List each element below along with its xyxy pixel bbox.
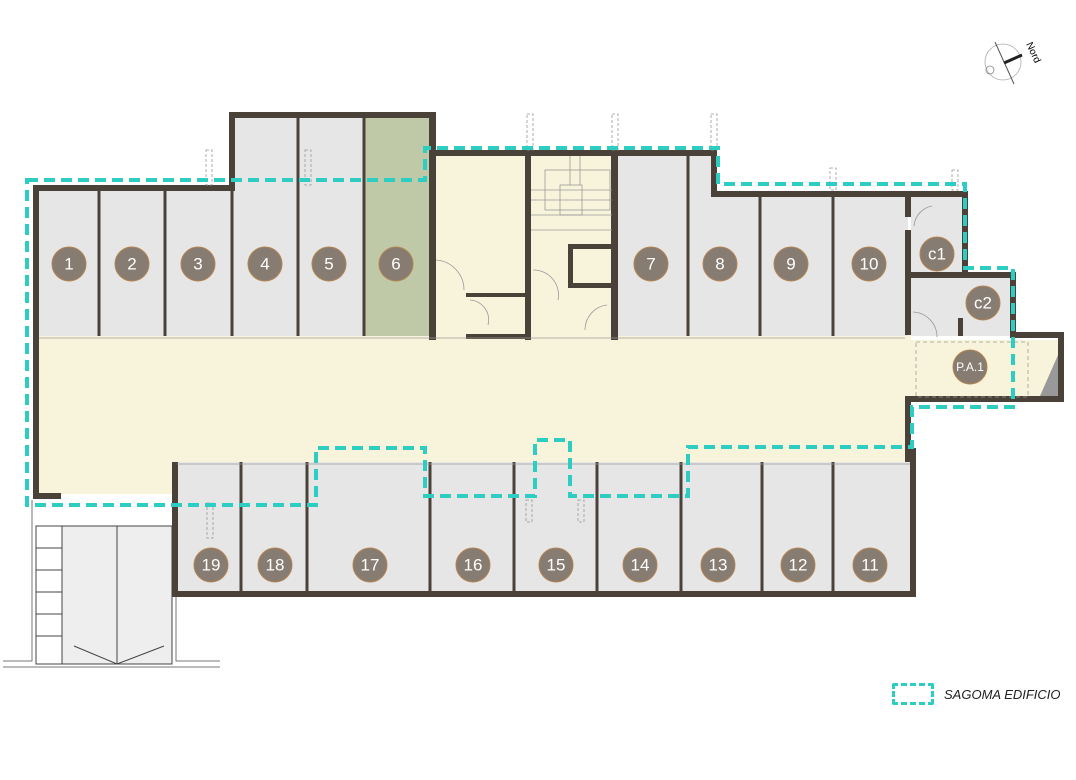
unit-marker-1[interactable]: 1 xyxy=(51,246,87,282)
unit-marker-19[interactable]: 19 xyxy=(193,547,229,583)
svg-text:1: 1 xyxy=(64,255,73,274)
unit-marker-13[interactable]: 13 xyxy=(700,547,736,583)
svg-text:6: 6 xyxy=(391,255,400,274)
legend: SAGOMA EDIFICIO xyxy=(892,683,1061,705)
corridor-extension xyxy=(39,460,177,494)
building-outline xyxy=(25,146,1015,507)
svg-text:2: 2 xyxy=(127,255,136,274)
svg-text:14: 14 xyxy=(631,556,650,575)
unit-marker-12[interactable]: 12 xyxy=(780,547,816,583)
building-outline-swatch xyxy=(892,683,934,705)
walls xyxy=(33,112,1064,597)
unit-marker-2[interactable]: 2 xyxy=(114,246,150,282)
svg-text:13: 13 xyxy=(709,556,728,575)
svg-text:10: 10 xyxy=(860,255,879,274)
svg-text:7: 7 xyxy=(646,255,655,274)
svg-text:19: 19 xyxy=(202,556,221,575)
svg-text:18: 18 xyxy=(266,556,285,575)
staircase-lines xyxy=(39,156,1029,465)
unit-marker-c1[interactable]: c1 xyxy=(919,236,955,272)
unit-marker-18[interactable]: 18 xyxy=(257,547,293,583)
unit-marker-c2[interactable]: c2 xyxy=(965,285,1001,321)
svg-text:c2: c2 xyxy=(974,294,992,313)
unit-markers: 1 2 3 4 5 6 7 8 9 10 c1 c2 P.A.1 11 12 1… xyxy=(51,236,1001,583)
svg-text:4: 4 xyxy=(260,255,269,274)
garage-6-highlighted xyxy=(364,118,430,336)
svg-text:12: 12 xyxy=(789,556,808,575)
svg-text:5: 5 xyxy=(324,255,333,274)
unit-marker-17[interactable]: 17 xyxy=(352,547,388,583)
corridor xyxy=(39,335,911,462)
svg-text:9: 9 xyxy=(786,255,795,274)
svg-text:P.A.1: P.A.1 xyxy=(956,360,984,374)
garages-top-right-a xyxy=(617,154,712,336)
unit-marker-4[interactable]: 4 xyxy=(247,246,283,282)
unit-marker-6[interactable]: 6 xyxy=(378,246,414,282)
unit-marker-9[interactable]: 9 xyxy=(773,246,809,282)
utility-room xyxy=(436,156,530,336)
ramp-triangle xyxy=(1040,355,1058,396)
unit-marker-11[interactable]: 11 xyxy=(852,547,888,583)
unit-marker-5[interactable]: 5 xyxy=(311,246,347,282)
unit-marker-3[interactable]: 3 xyxy=(180,246,216,282)
access-ramp xyxy=(3,500,220,668)
svg-text:17: 17 xyxy=(361,556,380,575)
unit-marker-8[interactable]: 8 xyxy=(702,246,738,282)
unit-marker-10[interactable]: 10 xyxy=(851,246,887,282)
unit-marker-16[interactable]: 16 xyxy=(455,547,491,583)
svg-text:Nord: Nord xyxy=(1023,41,1042,65)
svg-text:8: 8 xyxy=(715,255,724,274)
unit-marker-14[interactable]: 14 xyxy=(622,547,658,583)
garage-dividers xyxy=(97,118,835,592)
legend-label: SAGOMA EDIFICIO xyxy=(944,686,1061,702)
svg-text:11: 11 xyxy=(861,556,879,575)
svg-text:15: 15 xyxy=(547,556,566,575)
svg-text:16: 16 xyxy=(464,556,483,575)
unit-marker-pa1[interactable]: P.A.1 xyxy=(952,349,988,385)
unit-marker-7[interactable]: 7 xyxy=(633,246,669,282)
svg-text:3: 3 xyxy=(193,255,202,274)
unit-marker-15[interactable]: 15 xyxy=(538,547,574,583)
svg-text:c1: c1 xyxy=(928,245,946,264)
north-compass-icon: Nord xyxy=(984,41,1042,85)
